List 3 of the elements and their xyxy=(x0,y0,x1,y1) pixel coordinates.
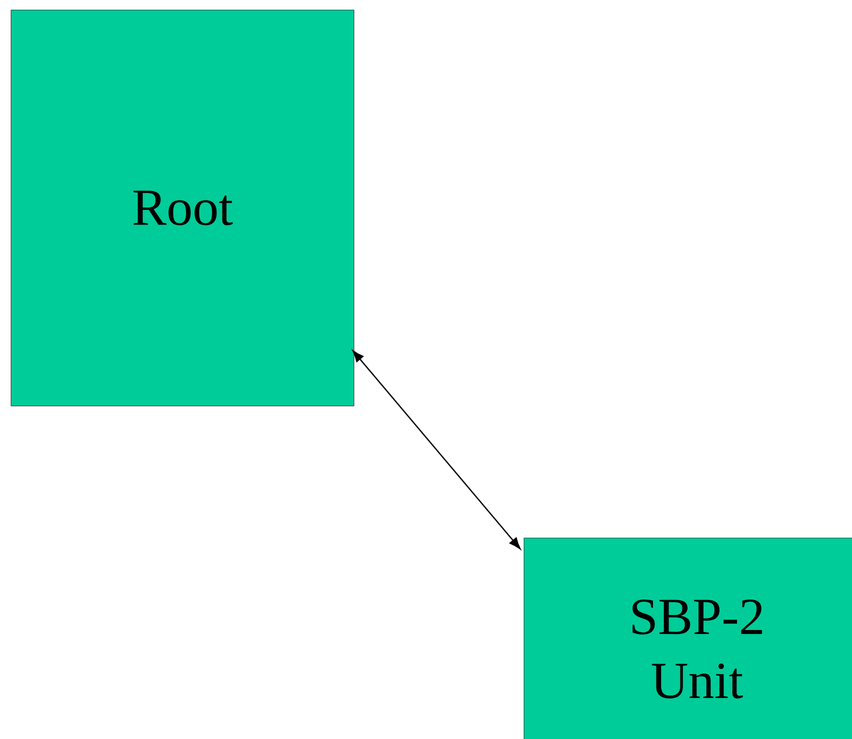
arrow xyxy=(352,350,521,550)
process-box: SBP-2 Unit xyxy=(524,538,852,739)
process-box: Root xyxy=(10,10,354,406)
